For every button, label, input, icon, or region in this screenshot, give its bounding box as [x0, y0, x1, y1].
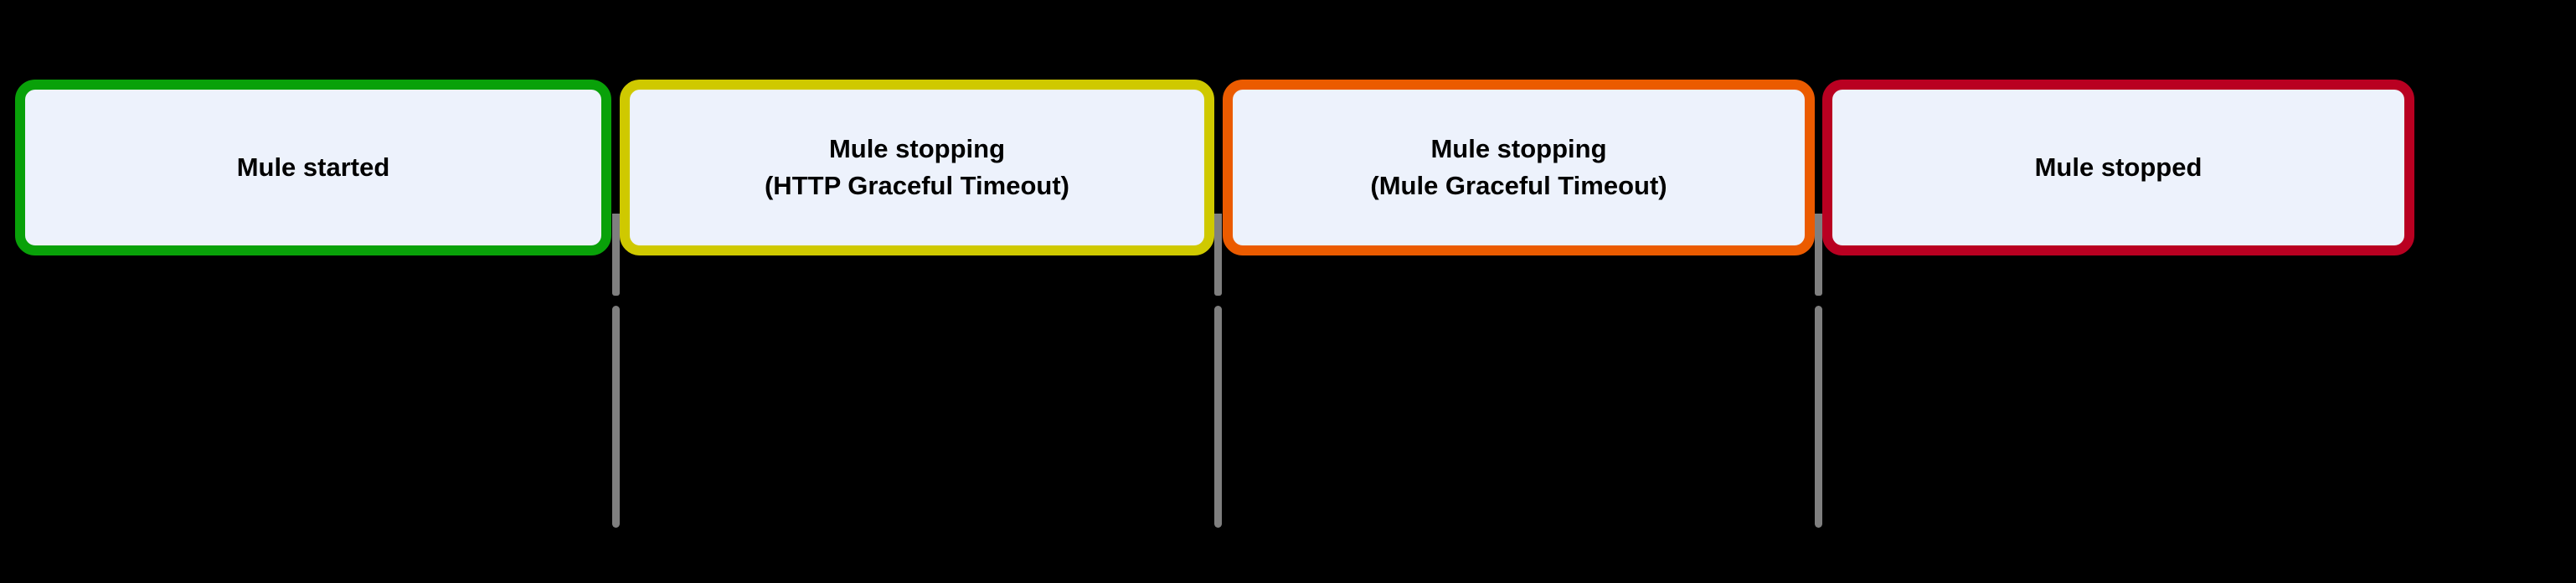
stage-label: Mule started [237, 149, 390, 186]
stage-label: Mule stopped [2035, 149, 2202, 186]
stage-label: Mule stopping (HTTP Graceful Timeout) [765, 131, 1069, 204]
transition-line-3-lower-segment [1815, 306, 1822, 528]
stage-label-line-2: (Mule Graceful Timeout) [1370, 171, 1667, 200]
transition-line-1-upper-segment [612, 214, 620, 296]
transition-line-3-upper-segment [1815, 214, 1822, 296]
stage-label-line-1: Mule stopped [2034, 152, 2202, 182]
stage-label-line-1: Mule started [236, 152, 390, 182]
transition-line-1 [612, 214, 620, 532]
stage-label-line-1: Mule stopping [828, 134, 1006, 163]
stage-label-line-1: Mule stopping [1430, 134, 1607, 163]
stage-box-mule-stopping-mule-graceful-timeout: Mule stopping (Mule Graceful Timeout) [1223, 80, 1815, 255]
transition-line-1-lower-segment [612, 306, 620, 528]
transition-line-2-lower-segment [1214, 306, 1222, 528]
stage-box-mule-started: Mule started [15, 80, 611, 255]
stage-label-line-2: (HTTP Graceful Timeout) [764, 171, 1069, 200]
transition-line-3 [1815, 214, 1822, 532]
stage-label: Mule stopping (Mule Graceful Timeout) [1370, 131, 1667, 204]
transition-line-2 [1214, 214, 1222, 532]
stage-box-mule-stopped: Mule stopped [1822, 80, 2414, 255]
stage-box-mule-stopping-http-graceful-timeout: Mule stopping (HTTP Graceful Timeout) [620, 80, 1214, 255]
transition-line-2-upper-segment [1214, 214, 1222, 296]
